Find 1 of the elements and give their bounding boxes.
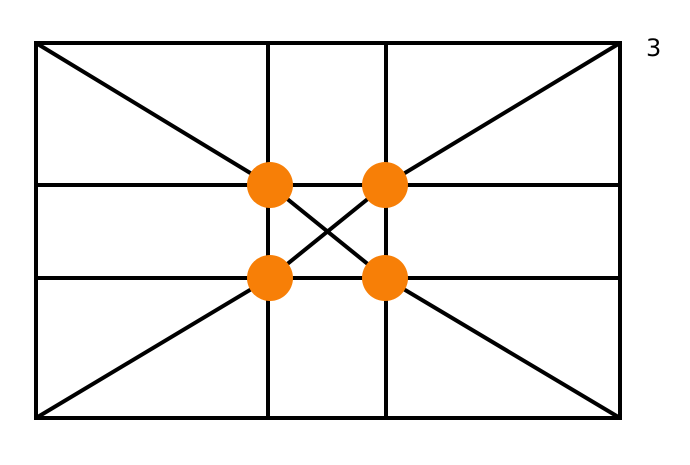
figure-number: 3 bbox=[646, 36, 662, 60]
